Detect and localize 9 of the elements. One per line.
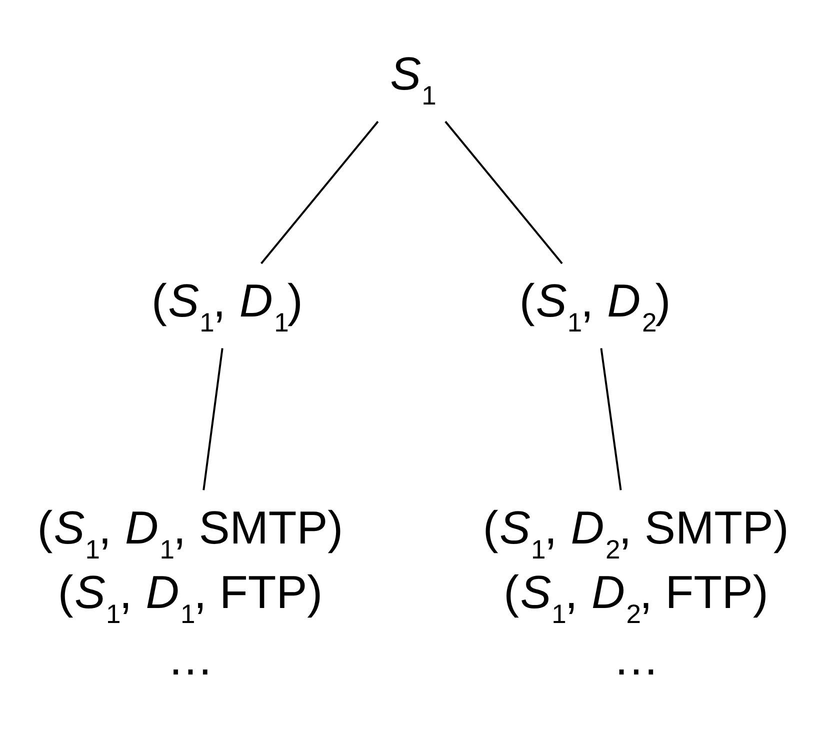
connector bbox=[260, 120, 379, 264]
connector bbox=[444, 120, 563, 264]
node-text: S$_{1}$ bbox=[390, 47, 436, 110]
node-text: (S$_{1}$, D$_{1}$, SMTP) (S$_{1}$, D$_{1}$, FTP) … bbox=[37, 501, 344, 684]
node-text: (S$_{1}$, D$_{2}$) bbox=[519, 274, 671, 338]
connector bbox=[202, 348, 224, 490]
node-text: (S$_{1}$, D$_{1}$) bbox=[152, 274, 303, 338]
node-text: (S$_{1}$, D$_{2}$, SMTP) (S$_{1}$, D$_{2}$, FTP) … bbox=[482, 501, 789, 684]
connector bbox=[600, 348, 622, 490]
